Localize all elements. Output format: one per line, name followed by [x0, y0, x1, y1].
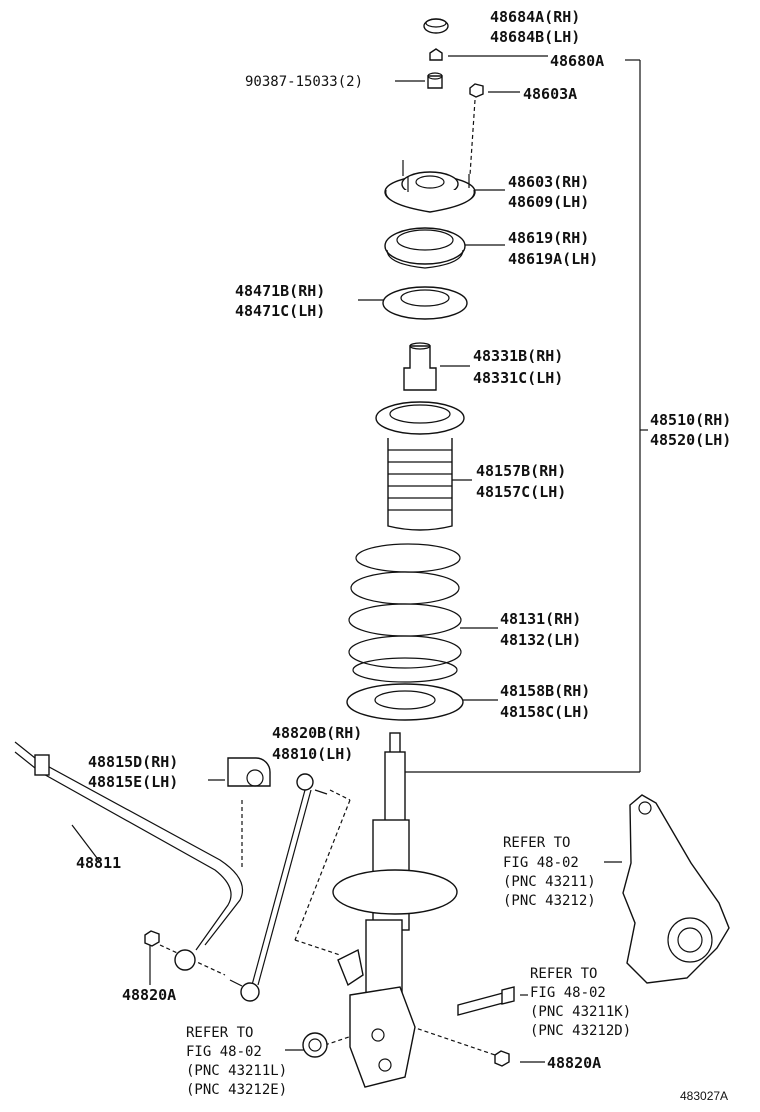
spring-seat-lower: [346, 683, 464, 721]
svg-text:48603(RH): 48603(RH): [508, 173, 589, 191]
svg-text:48609(LH): 48609(LH): [508, 193, 589, 211]
svg-text:48520(LH): 48520(LH): [650, 431, 731, 449]
label-48815: 48815D(RH) 48815E(LH): [88, 753, 178, 791]
bolt-lower: [302, 1032, 328, 1058]
svg-text:48471B(RH): 48471B(RH): [235, 282, 325, 300]
svg-text:48680A: 48680A: [550, 52, 604, 70]
svg-text:90387-15033(2): 90387-15033(2): [245, 74, 363, 90]
svg-text:48510(RH): 48510(RH): [650, 411, 731, 429]
spring-seat-upper: [382, 286, 468, 320]
stabilizer-link: [229, 773, 328, 1002]
svg-text:FIG 48-02: FIG 48-02: [503, 855, 579, 871]
steering-knuckle: [622, 794, 730, 984]
svg-text:(PNC 43212D): (PNC 43212D): [530, 1023, 631, 1039]
svg-text:(PNC 43211K): (PNC 43211K): [530, 1004, 631, 1020]
bolt-upper: [457, 986, 515, 1016]
label-48811: 48811: [76, 854, 121, 872]
label-48684: 48684A(RH) 48684B(LH): [490, 8, 580, 46]
bearing: [384, 227, 466, 269]
label-48603a: 48603A: [523, 85, 577, 103]
nut-48680: [429, 48, 443, 61]
svg-text:48157B(RH): 48157B(RH): [476, 462, 566, 480]
refer-to-knuckle: REFER TO FIG 48-02 (PNC 43211) (PNC 4321…: [503, 835, 596, 909]
refer-to-bolt-upper: REFER TO FIG 48-02 (PNC 43211K) (PNC 432…: [530, 966, 631, 1039]
label-48157: 48157B(RH) 48157C(LH): [476, 462, 566, 501]
svg-text:FIG 48-02: FIG 48-02: [530, 985, 606, 1001]
nut-48820a-left: [144, 930, 160, 947]
shock-absorber: [332, 732, 458, 1088]
svg-text:FIG 48-02: FIG 48-02: [186, 1044, 262, 1060]
boot: [375, 401, 465, 531]
label-90387: 90387-15033(2): [245, 74, 363, 90]
bump-stopper: [403, 342, 437, 391]
label-48471: 48471B(RH) 48471C(LH): [235, 282, 325, 320]
label-48619: 48619(RH) 48619A(LH): [508, 229, 598, 268]
refer-to-bolt-lower: REFER TO FIG 48-02 (PNC 43211L) (PNC 432…: [186, 1025, 287, 1098]
svg-text:48132(LH): 48132(LH): [500, 631, 581, 649]
svg-text:48820A: 48820A: [547, 1054, 601, 1072]
svg-text:48331C(LH): 48331C(LH): [473, 369, 563, 387]
nut-48820a-right: [494, 1050, 510, 1067]
svg-text:48603A: 48603A: [523, 85, 577, 103]
svg-text:48820A: 48820A: [122, 986, 176, 1004]
svg-text:(PNC 43211L): (PNC 43211L): [186, 1063, 287, 1079]
label-48680: 48680A: [550, 52, 604, 70]
label-48131: 48131(RH) 48132(LH): [500, 610, 581, 649]
coil-spring: [348, 543, 462, 683]
svg-text:48619(RH): 48619(RH): [508, 229, 589, 247]
svg-text:REFER TO: REFER TO: [503, 835, 570, 851]
label-48158: 48158B(RH) 48158C(LH): [500, 682, 590, 721]
svg-text:48131(RH): 48131(RH): [500, 610, 581, 628]
svg-text:48815D(RH): 48815D(RH): [88, 753, 178, 771]
svg-text:48158C(LH): 48158C(LH): [500, 703, 590, 721]
label-48603: 48603(RH) 48609(LH): [508, 173, 589, 211]
label-48820a-right: 48820A: [547, 1054, 601, 1072]
svg-text:483027A: 483027A: [680, 1089, 728, 1103]
svg-text:48820B(RH): 48820B(RH): [272, 724, 362, 742]
svg-text:48331B(RH): 48331B(RH): [473, 347, 563, 365]
svg-text:48157C(LH): 48157C(LH): [476, 483, 566, 501]
svg-text:48471C(LH): 48471C(LH): [235, 302, 325, 320]
svg-text:(PNC 43212): (PNC 43212): [503, 893, 596, 909]
svg-text:(PNC 43211): (PNC 43211): [503, 874, 596, 890]
label-48510: 48510(RH) 48520(LH): [650, 411, 731, 449]
svg-text:(PNC 43212E): (PNC 43212E): [186, 1082, 287, 1098]
strut-mount: [384, 160, 476, 213]
svg-text:48619A(LH): 48619A(LH): [508, 250, 598, 268]
figure-id: 483027A: [680, 1089, 728, 1103]
nut-90387: [427, 72, 443, 89]
svg-text:REFER TO: REFER TO: [530, 966, 597, 982]
label-48331: 48331B(RH) 48331C(LH): [473, 347, 563, 387]
svg-text:48684A(RH): 48684A(RH): [490, 8, 580, 26]
stabilizer-bar: [14, 741, 244, 971]
svg-text:48811: 48811: [76, 854, 121, 872]
stabilizer-bushing: [227, 757, 271, 787]
svg-text:48815E(LH): 48815E(LH): [88, 773, 178, 791]
dust-cap: [423, 18, 449, 34]
svg-text:48810(LH): 48810(LH): [272, 745, 353, 763]
nut-48603a: [469, 83, 484, 98]
label-48820a-left: 48820A: [122, 986, 176, 1004]
svg-text:REFER TO: REFER TO: [186, 1025, 253, 1041]
svg-text:48158B(RH): 48158B(RH): [500, 682, 590, 700]
label-48820b: 48820B(RH) 48810(LH): [272, 724, 362, 763]
svg-text:48684B(LH): 48684B(LH): [490, 28, 580, 46]
